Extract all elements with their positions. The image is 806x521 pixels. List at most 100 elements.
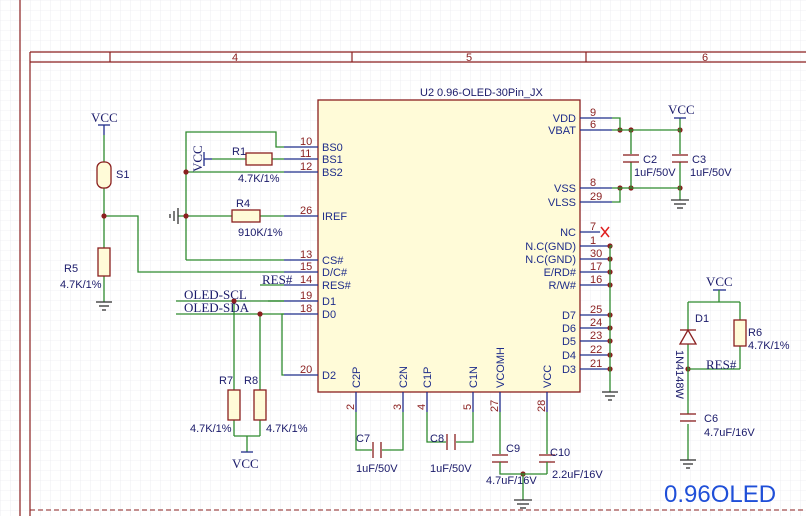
switch-s1[interactable]: S1 (96, 161, 129, 189)
c8-designator: C8 (430, 433, 444, 445)
pin-name-vdd: VDD (553, 113, 576, 125)
r7-designator: R7 (219, 375, 233, 387)
capacitor-c6[interactable]: C6 4.7uF/16V (680, 413, 755, 439)
pin-num-28: 28 (536, 400, 548, 412)
pin-num-22: 22 (590, 344, 602, 356)
pin-name-d2: D2 (322, 370, 336, 382)
c2-value: 1uF/50V (634, 167, 676, 179)
r8-designator: R8 (244, 375, 258, 387)
r4-value: 910K/1% (238, 227, 283, 239)
u2-designator: U2 (420, 87, 434, 99)
zone-5-label: 5 (466, 52, 472, 64)
c2-designator: C2 (643, 154, 657, 166)
pin-num-1: 1 (590, 235, 596, 247)
pin-num-20: 20 (300, 364, 312, 376)
pin-name-c2n: C2N (398, 366, 410, 388)
r6-designator: R6 (748, 327, 762, 339)
pin-num-27: 27 (489, 400, 501, 412)
pin-name-rw: R/W# (549, 280, 577, 292)
pin-name-d6: D6 (562, 323, 576, 335)
pin-name-c1n: C1N (468, 366, 480, 388)
right-wires (609, 117, 681, 392)
pin-num-12: 12 (300, 161, 312, 173)
pin-num-15: 15 (300, 261, 312, 273)
resistor-r8[interactable]: R8 4.7K/1% (244, 375, 308, 435)
pin-name-iref: IREF (322, 211, 347, 223)
capacitor-c9[interactable]: C9 4.7uF/16V (486, 412, 547, 487)
pin-num-11: 11 (300, 148, 311, 160)
c6-value: 4.7uF/16V (704, 427, 755, 439)
c10-value: 2.2uF/16V (552, 469, 603, 481)
vcc-label-pullups: VCC (232, 456, 259, 471)
resistor-r7[interactable]: R7 4.7K/1% (190, 375, 241, 435)
c3-value: 1uF/50V (690, 167, 732, 179)
capacitor-c8[interactable]: C8 1uF/50V (426, 412, 474, 475)
resistor-r5[interactable]: R5 4.7K/1% (60, 247, 111, 291)
pin-num-10: 10 (300, 136, 312, 148)
pin-num-19: 19 (300, 290, 312, 302)
oled-scl-net-label: OLED-SCL (184, 287, 247, 302)
r6-value: 4.7K/1% (748, 340, 790, 352)
pin-name-d3: D3 (562, 364, 576, 376)
c3-designator: C3 (692, 154, 706, 166)
pin-name-vlss: VLSS (548, 197, 576, 209)
c7-designator: C7 (356, 433, 370, 445)
u2-chip[interactable]: U2 0.96-OLED-30Pin_JX (317, 87, 581, 393)
vcc-symbol-right: VCC (668, 102, 695, 119)
pin-num-30: 30 (590, 248, 602, 260)
pin-name-vcc: VCC (542, 365, 554, 388)
r5-designator: R5 (64, 263, 78, 275)
r7-value: 4.7K/1% (190, 423, 232, 435)
vcc-symbol-pullups: VCC (232, 451, 259, 471)
r1-value: 4.7K/1% (238, 173, 280, 185)
pin-num-7: 7 (590, 221, 596, 233)
pin-num-14: 14 (300, 274, 312, 286)
pin-name-vbat: VBAT (548, 125, 576, 137)
capacitor-c2[interactable]: C2 1uF/50V (623, 154, 676, 179)
pin-name-nc-gnd-30: N.C(GND) (525, 254, 576, 266)
pin-num-9: 9 (590, 107, 596, 119)
pin-num-21: 21 (590, 358, 602, 370)
d1-designator: D1 (695, 313, 709, 325)
pin-name-d7: D7 (562, 310, 576, 322)
pin-name-vss: VSS (554, 183, 576, 195)
pin-name-d4: D4 (562, 350, 576, 362)
vcc-label-right: VCC (668, 102, 695, 117)
diode-d1[interactable]: D1 1N4148W (673, 313, 709, 400)
resistor-r6[interactable]: R6 4.7K/1% (733, 319, 790, 352)
vcc-label-reset: VCC (706, 274, 733, 289)
pin-num-23: 23 (590, 330, 602, 342)
pin-name-dc: D/C# (322, 267, 348, 279)
zone-4-label: 4 (232, 52, 238, 64)
r1-designator: R1 (232, 146, 246, 158)
ground-symbol-right (671, 199, 689, 209)
pin-name-bs1: BS1 (322, 154, 343, 166)
c10-designator: C10 (550, 447, 570, 459)
capacitor-c7[interactable]: C7 1uF/50V (355, 412, 404, 475)
ground-symbol-bottom (514, 474, 532, 509)
resistor-r4[interactable]: R4 910K/1% (231, 198, 283, 239)
pin-num-8: 8 (590, 177, 596, 189)
u2-right-pins: 9 6 8 29 7 1 30 17 16 25 24 23 22 21 VDD… (525, 107, 612, 376)
capacitor-c3[interactable]: C3 1uF/50V (672, 154, 732, 179)
u2-body[interactable] (317, 99, 581, 393)
ground-symbol-r5 (96, 301, 112, 311)
pin-name-erd: E/RD# (544, 267, 577, 279)
u2-bottom-pins: 2 3 4 5 27 28 C2P C2N C1P C1N VCOMH VCC (345, 347, 554, 412)
pin-num-2: 2 (345, 404, 357, 410)
pin-num-16: 16 (590, 274, 602, 286)
capacitor-c10[interactable]: C10 2.2uF/16V (539, 412, 603, 481)
pin-name-d1: D1 (322, 296, 336, 308)
s1-designator: S1 (116, 169, 129, 181)
pin-name-nc-gnd-1: N.C(GND) (525, 241, 576, 253)
res-net-label-left: RES# (262, 272, 293, 287)
resistor-r1[interactable]: R1 4.7K/1% (232, 146, 280, 185)
c6-designator: C6 (704, 413, 718, 425)
reset-circuit (687, 289, 741, 460)
sheet-frame: 4 5 6 (19, 0, 806, 516)
pin-num-18: 18 (300, 303, 312, 315)
pin-num-25: 25 (590, 304, 602, 316)
pin-num-17: 17 (590, 261, 602, 273)
pin-name-d5: D5 (562, 336, 576, 348)
no-connect-icon (600, 226, 610, 238)
